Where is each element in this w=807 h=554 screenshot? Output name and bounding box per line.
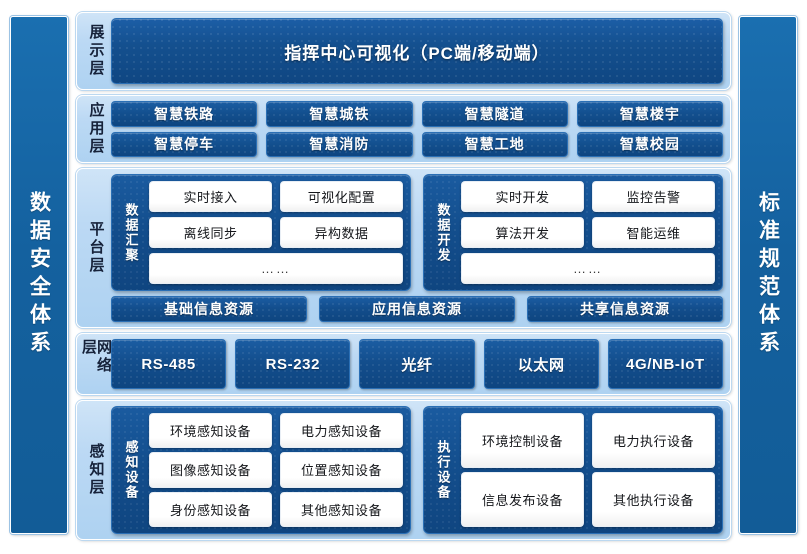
actuating-row-1: 环境控制设备 电力执行设备 xyxy=(461,413,715,468)
app-item-smart-parking[interactable]: 智慧停车 xyxy=(111,131,258,157)
aggregation-row-3: …… xyxy=(149,253,403,284)
layer-stack: 展示层 指挥中心可视化（PC端/移动端） 应用层 智慧铁路 智慧城铁 智慧隧道 … xyxy=(76,12,731,540)
layer-perception-label: 感知层 xyxy=(87,443,105,497)
chip-offline-sync[interactable]: 离线同步 xyxy=(149,217,272,248)
layer-platform-body: 数据汇聚 实时接入 可视化配置 离线同步 异构数据 xyxy=(111,174,723,322)
app-item-smart-metro[interactable]: 智慧城铁 xyxy=(266,101,413,127)
platform-groups: 数据汇聚 实时接入 可视化配置 离线同步 异构数据 xyxy=(111,174,723,291)
chip-power-actuating-device[interactable]: 电力执行设备 xyxy=(592,413,715,468)
layer-network-label: 网络层 xyxy=(80,339,112,375)
chip-realtime-ingest[interactable]: 实时接入 xyxy=(149,181,272,212)
chip-other-sensing-device[interactable]: 其他感知设备 xyxy=(280,491,403,527)
application-row-1: 智慧铁路 智慧城铁 智慧隧道 智慧楼宇 xyxy=(111,101,723,127)
left-pillar-label: 数据安全体系 xyxy=(27,191,51,359)
layer-application: 应用层 智慧铁路 智慧城铁 智慧隧道 智慧楼宇 智慧停车 智慧消防 智慧工地 智… xyxy=(76,95,731,163)
chip-other-actuating-device[interactable]: 其他执行设备 xyxy=(592,472,715,527)
group-data-aggregation-grid: 实时接入 可视化配置 离线同步 异构数据 …… xyxy=(143,181,403,284)
chip-visual-config[interactable]: 可视化配置 xyxy=(280,181,403,212)
sensing-row-1: 环境感知设备 电力感知设备 xyxy=(149,413,403,449)
network-item-rs485[interactable]: RS-485 xyxy=(111,339,227,389)
resource-shared-information[interactable]: 共享信息资源 xyxy=(527,296,723,322)
command-center-visualization-bar[interactable]: 指挥中心可视化（PC端/移动端） xyxy=(111,18,723,84)
chip-realtime-development[interactable]: 实时开发 xyxy=(461,181,584,212)
network-item-rs232[interactable]: RS-232 xyxy=(235,339,351,389)
layer-application-label: 应用层 xyxy=(87,102,105,156)
chip-image-sensing-device[interactable]: 图像感知设备 xyxy=(149,452,272,488)
layer-perception-label-wrap: 感知层 xyxy=(81,406,111,534)
chip-location-sensing-device[interactable]: 位置感知设备 xyxy=(280,452,403,488)
group-data-development-grid: 实时开发 监控告警 算法开发 智能运维 …… xyxy=(455,181,715,284)
development-row-1: 实时开发 监控告警 xyxy=(461,181,715,212)
left-pillar-data-security: 数据安全体系 xyxy=(10,16,68,534)
layer-platform-label: 平台层 xyxy=(87,221,105,275)
chip-environment-control-device[interactable]: 环境控制设备 xyxy=(461,413,584,468)
aggregation-row-1: 实时接入 可视化配置 xyxy=(149,181,403,212)
group-sensing-devices: 感知设备 环境感知设备 电力感知设备 图像感知设备 位置感知设备 xyxy=(111,406,411,534)
sensing-row-2: 图像感知设备 位置感知设备 xyxy=(149,452,403,488)
layer-platform: 平台层 数据汇聚 实时接入 可视化配置 xyxy=(76,168,731,328)
group-actuating-devices-label: 执行设备 xyxy=(435,440,451,500)
chip-identity-sensing-device[interactable]: 身份感知设备 xyxy=(149,491,272,527)
chip-monitoring-alarm[interactable]: 监控告警 xyxy=(592,181,715,212)
layer-perception-body: 感知设备 环境感知设备 电力感知设备 图像感知设备 位置感知设备 xyxy=(111,406,723,534)
group-data-aggregation-label: 数据汇聚 xyxy=(123,202,139,263)
layer-application-body: 智慧铁路 智慧城铁 智慧隧道 智慧楼宇 智慧停车 智慧消防 智慧工地 智慧校园 xyxy=(111,101,723,157)
group-sensing-devices-grid: 环境感知设备 电力感知设备 图像感知设备 位置感知设备 身份感知设备 其他感知设… xyxy=(143,413,403,527)
aggregation-row-2: 离线同步 异构数据 xyxy=(149,217,403,248)
group-actuating-devices-label-wrap: 执行设备 xyxy=(431,413,455,527)
group-data-development-label-wrap: 数据开发 xyxy=(431,181,455,284)
group-data-development-label: 数据开发 xyxy=(435,202,451,263)
app-item-smart-railway[interactable]: 智慧铁路 xyxy=(111,101,258,127)
app-item-smart-tunnel[interactable]: 智慧隧道 xyxy=(421,101,568,127)
platform-resource-row: 基础信息资源 应用信息资源 共享信息资源 xyxy=(111,296,723,322)
network-item-fiber[interactable]: 光纤 xyxy=(359,339,475,389)
chip-environment-sensing-device[interactable]: 环境感知设备 xyxy=(149,413,272,449)
chip-algorithm-development[interactable]: 算法开发 xyxy=(461,217,584,248)
group-actuating-devices: 执行设备 环境控制设备 电力执行设备 信息发布设备 其他执行设备 xyxy=(423,406,723,534)
sensing-row-3: 身份感知设备 其他感知设备 xyxy=(149,491,403,527)
network-row: RS-485 RS-232 光纤 以太网 4G/NB-IoT xyxy=(111,339,724,389)
group-sensing-devices-label: 感知设备 xyxy=(123,440,139,500)
layer-network: 网络层 RS-485 RS-232 光纤 以太网 4G/NB-IoT xyxy=(76,333,731,395)
group-sensing-devices-label-wrap: 感知设备 xyxy=(119,413,143,527)
resource-basic-information[interactable]: 基础信息资源 xyxy=(111,296,307,322)
actuating-row-2: 信息发布设备 其他执行设备 xyxy=(461,472,715,527)
network-item-ethernet[interactable]: 以太网 xyxy=(483,339,599,389)
app-item-smart-campus[interactable]: 智慧校园 xyxy=(576,131,723,157)
layer-display-label: 展示层 xyxy=(87,24,105,78)
app-item-smart-construction-site[interactable]: 智慧工地 xyxy=(421,131,568,157)
chip-heterogeneous-data[interactable]: 异构数据 xyxy=(280,217,403,248)
layer-platform-label-wrap: 平台层 xyxy=(81,174,111,322)
chip-information-release-device[interactable]: 信息发布设备 xyxy=(461,472,584,527)
layer-perception: 感知层 感知设备 环境感知设备 电力感知设备 xyxy=(76,400,731,540)
layer-application-label-wrap: 应用层 xyxy=(81,101,111,157)
chip-power-sensing-device[interactable]: 电力感知设备 xyxy=(280,413,403,449)
layer-network-body: RS-485 RS-232 光纤 以太网 4G/NB-IoT xyxy=(111,339,724,389)
group-data-aggregation: 数据汇聚 实时接入 可视化配置 离线同步 异构数据 xyxy=(111,174,411,291)
right-pillar-standards: 标准规范体系 xyxy=(739,16,797,534)
chip-intelligent-ops[interactable]: 智能运维 xyxy=(592,217,715,248)
application-row-2: 智慧停车 智慧消防 智慧工地 智慧校园 xyxy=(111,131,723,157)
chip-development-more[interactable]: …… xyxy=(461,253,715,284)
right-pillar-label: 标准规范体系 xyxy=(756,191,780,359)
group-data-development: 数据开发 实时开发 监控告警 算法开发 智能运维 xyxy=(423,174,723,291)
app-item-smart-building[interactable]: 智慧楼宇 xyxy=(576,101,723,127)
layer-network-label-wrap: 网络层 xyxy=(80,339,112,389)
chip-aggregation-more[interactable]: …… xyxy=(149,253,403,284)
resource-application-information[interactable]: 应用信息资源 xyxy=(319,296,515,322)
layer-display-body: 指挥中心可视化（PC端/移动端） xyxy=(111,18,723,84)
network-item-4g-nbiot[interactable]: 4G/NB-IoT xyxy=(607,339,724,389)
perception-groups: 感知设备 环境感知设备 电力感知设备 图像感知设备 位置感知设备 xyxy=(111,406,723,534)
development-row-2: 算法开发 智能运维 xyxy=(461,217,715,248)
development-row-3: …… xyxy=(461,253,715,284)
group-data-aggregation-label-wrap: 数据汇聚 xyxy=(119,181,143,284)
layer-display: 展示层 指挥中心可视化（PC端/移动端） xyxy=(76,12,731,90)
layer-display-label-wrap: 展示层 xyxy=(81,18,111,84)
group-actuating-devices-grid: 环境控制设备 电力执行设备 信息发布设备 其他执行设备 xyxy=(455,413,715,527)
app-item-smart-firefighting[interactable]: 智慧消防 xyxy=(266,131,413,157)
